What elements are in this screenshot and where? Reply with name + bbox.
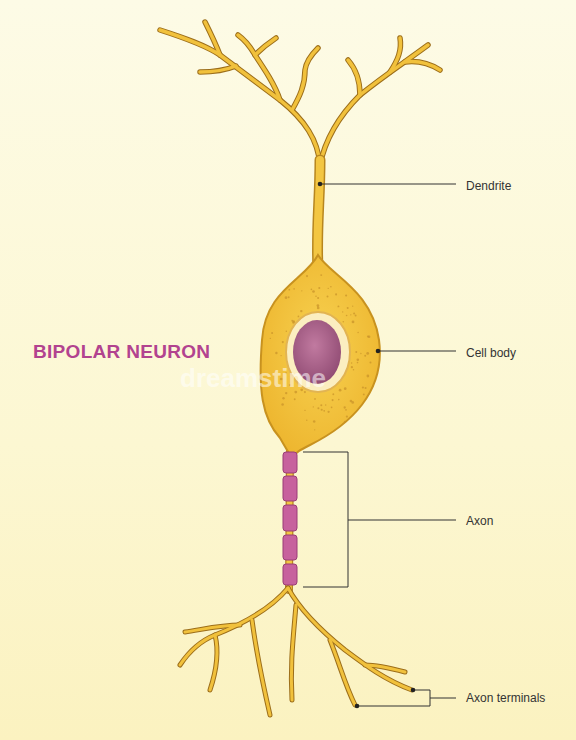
speckle <box>350 314 351 315</box>
speckle <box>288 296 290 298</box>
part-label: Dendrite <box>466 179 511 193</box>
speckle <box>353 369 354 370</box>
speckle <box>360 353 361 354</box>
speckle <box>311 289 313 291</box>
speckle <box>355 351 357 353</box>
speckle <box>337 305 339 307</box>
speckle <box>314 398 316 400</box>
speckle <box>350 400 353 403</box>
cytoplasm-speckles <box>270 274 372 430</box>
speckle <box>293 288 295 290</box>
speckle <box>335 293 337 295</box>
speckle <box>369 362 371 364</box>
speckle <box>357 332 358 333</box>
speckle <box>332 393 334 395</box>
speckle <box>294 398 296 400</box>
speckle <box>338 399 340 401</box>
speckle <box>353 312 355 314</box>
speckle <box>288 289 290 291</box>
part-label: Axon terminals <box>466 691 545 705</box>
speckle <box>323 410 325 412</box>
speckle <box>352 321 355 324</box>
speckle <box>346 315 348 317</box>
speckle <box>352 306 353 307</box>
speckle <box>330 286 332 288</box>
speckle <box>351 366 353 368</box>
speckle <box>282 341 284 343</box>
speckle <box>306 419 307 420</box>
speckle <box>317 297 319 299</box>
speckle <box>275 352 277 354</box>
speckle <box>286 331 287 332</box>
speckle <box>328 288 329 289</box>
speckle <box>331 406 333 408</box>
speckle <box>285 296 288 299</box>
speckle <box>367 336 369 338</box>
speckle <box>365 387 367 389</box>
speckle <box>355 315 357 317</box>
speckle <box>346 416 348 418</box>
part-label: Cell body <box>466 346 516 360</box>
speckle <box>313 420 316 423</box>
speckle <box>342 311 343 312</box>
speckle <box>304 410 305 411</box>
speckle <box>312 290 315 293</box>
speckle <box>325 404 326 405</box>
speckle <box>343 321 345 323</box>
speckle <box>366 352 369 355</box>
speckle <box>314 429 315 430</box>
speckle <box>347 307 349 309</box>
speckle <box>280 355 281 356</box>
speckle <box>344 406 346 408</box>
speckle <box>364 355 366 357</box>
speckle <box>300 310 302 312</box>
watermark: dreamstime <box>180 363 326 394</box>
speckle <box>298 316 300 318</box>
speckle <box>271 332 273 334</box>
speckle <box>327 296 329 298</box>
dendrite-tree <box>160 22 440 270</box>
speckle <box>368 336 371 339</box>
diagram-title: BIPOLAR NEURON <box>33 341 210 363</box>
speckle <box>282 397 284 399</box>
myelin-sheath <box>283 452 297 585</box>
part-label: Axon <box>466 514 493 528</box>
speckle <box>357 362 359 364</box>
speckle <box>281 403 283 405</box>
speckle <box>306 275 308 277</box>
speckle <box>344 387 347 390</box>
speckle <box>345 409 347 411</box>
speckle <box>321 409 323 411</box>
speckle <box>339 389 342 392</box>
speckle <box>320 404 322 406</box>
speckle <box>291 320 293 322</box>
speckle <box>363 393 365 395</box>
speckle <box>344 421 346 423</box>
speckle <box>315 295 317 297</box>
speckle <box>270 338 271 339</box>
cell-body-shape <box>261 255 380 458</box>
speckle <box>357 358 360 361</box>
speckle <box>317 407 319 409</box>
speckle <box>318 287 320 289</box>
speckle <box>332 399 334 401</box>
speckle <box>327 411 329 413</box>
speckle <box>301 290 302 291</box>
speckle <box>317 307 320 310</box>
speckle <box>345 294 347 296</box>
speckle <box>362 386 364 388</box>
leader-dots <box>318 182 416 709</box>
axon-terminal-tree <box>180 588 412 715</box>
speckle <box>320 274 322 276</box>
speckle <box>317 304 320 307</box>
leader-lines <box>303 184 456 706</box>
speckle <box>313 406 314 407</box>
speckle <box>367 375 370 378</box>
speckle <box>351 362 353 364</box>
